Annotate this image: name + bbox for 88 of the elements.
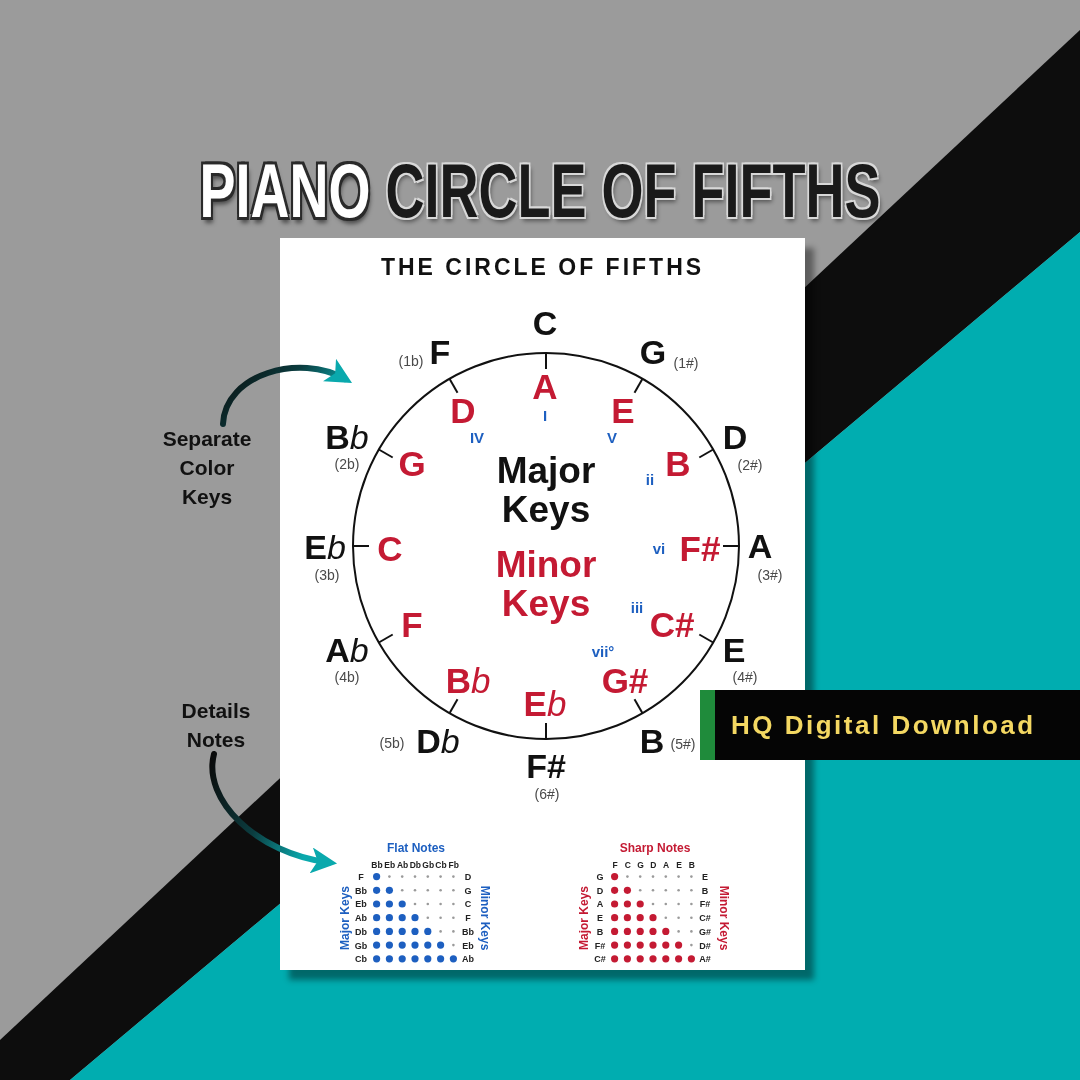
download-banner bbox=[700, 690, 1080, 760]
roman-numeral: vii° bbox=[591, 643, 615, 659]
roman-numeral: I bbox=[542, 407, 548, 423]
minor-key-label: E bbox=[611, 392, 635, 428]
row-key-label: D# bbox=[699, 941, 711, 950]
curved-arrow bbox=[220, 359, 353, 427]
minor-key-label: C bbox=[377, 530, 403, 566]
major-key-label: Eb bbox=[304, 530, 346, 564]
row-key-label: A# bbox=[699, 954, 711, 964]
row-key-label: G# bbox=[699, 927, 711, 937]
chart-title: Sharp Notes bbox=[619, 842, 691, 854]
key-signature-label: (2#) bbox=[737, 458, 763, 472]
key-signature-label: (1b) bbox=[398, 354, 424, 368]
roman-numeral: ii bbox=[645, 471, 655, 487]
minor-key-label: C# bbox=[649, 606, 695, 642]
row-key-label: F bbox=[465, 913, 471, 923]
column-header: G bbox=[637, 860, 644, 870]
poster-heading: THE CIRCLE OF FIFTHS bbox=[380, 255, 705, 281]
annotation-text: Details Notes bbox=[166, 696, 266, 754]
chart-title: Flat Notes bbox=[387, 842, 445, 854]
minor-key-label: B bbox=[665, 445, 691, 481]
column-header: F bbox=[612, 860, 618, 870]
axis-title: Minor Keys bbox=[718, 885, 730, 951]
column-header: Ab bbox=[396, 860, 409, 870]
banner-text: HQ Digital Download bbox=[731, 709, 1036, 741]
row-key-label: G bbox=[596, 872, 604, 882]
row-key-label: F# bbox=[594, 941, 606, 950]
row-key-label: B bbox=[701, 886, 709, 896]
key-signature-label: (3b) bbox=[314, 568, 340, 582]
circle-center-heading: Major Keys bbox=[495, 452, 597, 530]
column-header: Cb bbox=[435, 860, 447, 870]
page-title: PIANO CIRCLE OF FIFTHS bbox=[199, 151, 881, 229]
minor-key-label: G# bbox=[601, 662, 649, 698]
axis-title: Major Keys bbox=[578, 886, 590, 950]
column-header: Bb bbox=[371, 860, 383, 870]
minor-key-label: Eb bbox=[523, 685, 567, 721]
column-header: C bbox=[624, 860, 631, 870]
key-signature-label: (5#) bbox=[670, 737, 696, 751]
row-key-label: E bbox=[597, 913, 603, 923]
major-key-label: A bbox=[747, 529, 773, 563]
curved-arrow bbox=[209, 751, 337, 873]
row-key-label: A bbox=[596, 899, 604, 909]
row-key-label: F# bbox=[699, 899, 711, 909]
major-key-label: F# bbox=[526, 749, 566, 783]
key-signature-label: (2b) bbox=[334, 457, 360, 471]
column-header: Db bbox=[409, 860, 422, 870]
major-key-label: D bbox=[722, 420, 748, 454]
row-key-label: E bbox=[702, 872, 708, 882]
row-key-label: F bbox=[358, 872, 364, 882]
column-header: Fb bbox=[448, 860, 459, 870]
axis-title: Major Keys bbox=[339, 886, 351, 950]
annotation-text: Separate Color Keys bbox=[157, 424, 257, 511]
minor-key-label: D bbox=[450, 392, 476, 428]
column-header: B bbox=[688, 860, 695, 870]
row-key-label: D bbox=[596, 886, 604, 896]
column-header: D bbox=[650, 860, 657, 870]
major-key-label: G bbox=[639, 335, 667, 369]
key-signature-label: (4b) bbox=[334, 670, 360, 684]
minor-key-label: F bbox=[401, 606, 423, 642]
major-key-label: E bbox=[722, 633, 746, 667]
row-key-label: C# bbox=[594, 954, 606, 964]
column-header: A bbox=[663, 860, 670, 870]
key-signature-label: (5b) bbox=[379, 736, 405, 750]
key-signature-label: (6#) bbox=[534, 787, 560, 801]
roman-numeral: V bbox=[607, 429, 617, 445]
roman-numeral: IV bbox=[469, 429, 485, 445]
major-key-label: C bbox=[532, 306, 558, 340]
major-key-label: Db bbox=[416, 724, 460, 758]
key-signature-label: (3#) bbox=[757, 568, 783, 582]
row-key-label: B bbox=[596, 927, 604, 937]
roman-numeral: iii bbox=[630, 599, 644, 615]
axis-title: Minor Keys bbox=[479, 885, 491, 951]
column-header: Gb bbox=[422, 860, 435, 870]
major-key-label: F bbox=[429, 335, 451, 369]
major-key-label: Bb bbox=[325, 420, 369, 454]
circle-center-heading: Minor Keys bbox=[494, 546, 598, 624]
minor-key-label: F# bbox=[679, 530, 721, 566]
column-header: Eb bbox=[384, 860, 396, 870]
minor-key-label: G bbox=[398, 445, 426, 481]
major-key-label: Ab bbox=[325, 633, 369, 667]
minor-key-label: A bbox=[532, 368, 558, 404]
roman-numeral: vi bbox=[652, 540, 666, 556]
key-signature-label: (1#) bbox=[673, 356, 699, 370]
row-key-label: C# bbox=[699, 913, 711, 923]
major-key-label: B bbox=[639, 724, 665, 758]
column-header: E bbox=[676, 860, 682, 870]
key-signature-label: (4#) bbox=[732, 670, 758, 684]
minor-key-label: Bb bbox=[445, 662, 491, 698]
